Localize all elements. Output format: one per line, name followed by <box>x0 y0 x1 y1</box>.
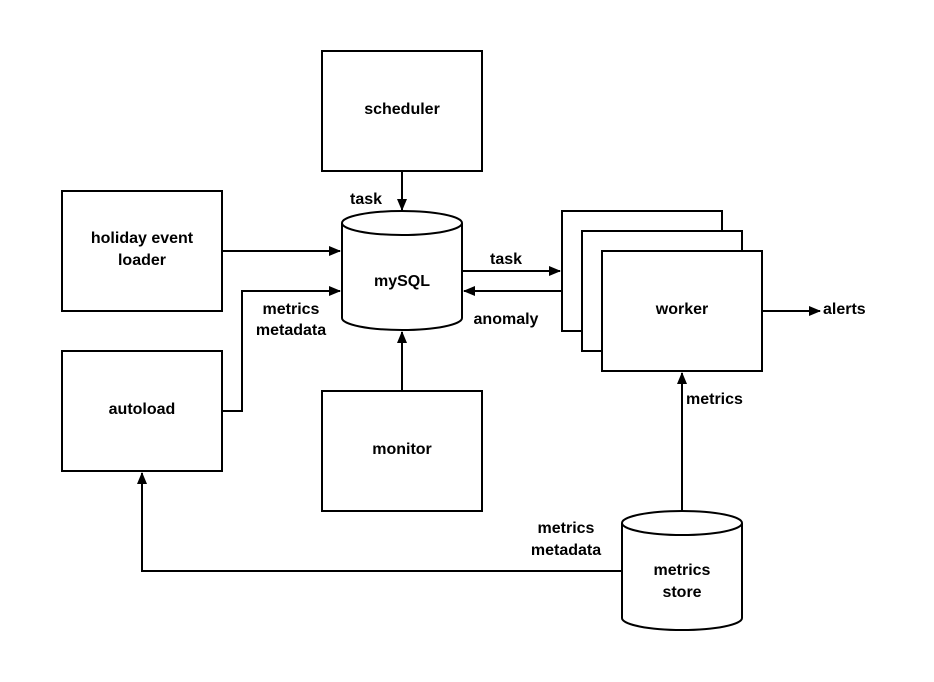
worker-front <box>601 250 763 372</box>
autoload-label: autoload <box>109 401 176 418</box>
holiday-event-loader-label-line2: loader <box>118 252 166 269</box>
edge-label-anomaly: anomaly <box>474 311 539 328</box>
worker-label: worker <box>655 301 708 318</box>
edge-label-scheduler-task: task <box>350 191 382 208</box>
edge-label-mysql-task: task <box>490 251 522 268</box>
metrics-store-label-line1: metrics <box>654 562 711 579</box>
scheduler-node: scheduler <box>321 50 483 172</box>
scheduler-label: scheduler <box>364 101 440 118</box>
monitor-label: monitor <box>372 441 432 458</box>
holiday-event-loader-node: holiday event loader <box>61 190 223 312</box>
worker-node-stack: worker <box>561 210 763 372</box>
metrics-store-node: metrics store <box>621 510 743 631</box>
autoload-node: autoload <box>61 350 223 472</box>
monitor-node: monitor <box>321 390 483 512</box>
edge-label-store-metrics: metrics <box>686 391 743 408</box>
mysql-database-node: mySQL <box>341 210 463 331</box>
edge-store-to-autoload <box>137 472 622 572</box>
edge-label-store-metrics-metadata-line1: metrics <box>538 520 595 537</box>
edge-label-autoload-metrics: metrics <box>263 301 320 318</box>
edge-autoload-to-mysql <box>222 286 341 412</box>
alerts-label: alerts <box>823 301 866 318</box>
metrics-store-label-line2: store <box>662 584 701 601</box>
holiday-event-loader-label-line1: holiday event <box>91 230 194 247</box>
mysql-label: mySQL <box>374 273 430 290</box>
edge-label-autoload-metadata: metadata <box>256 322 326 339</box>
edge-label-store-metrics-metadata-line2: metadata <box>531 542 601 559</box>
